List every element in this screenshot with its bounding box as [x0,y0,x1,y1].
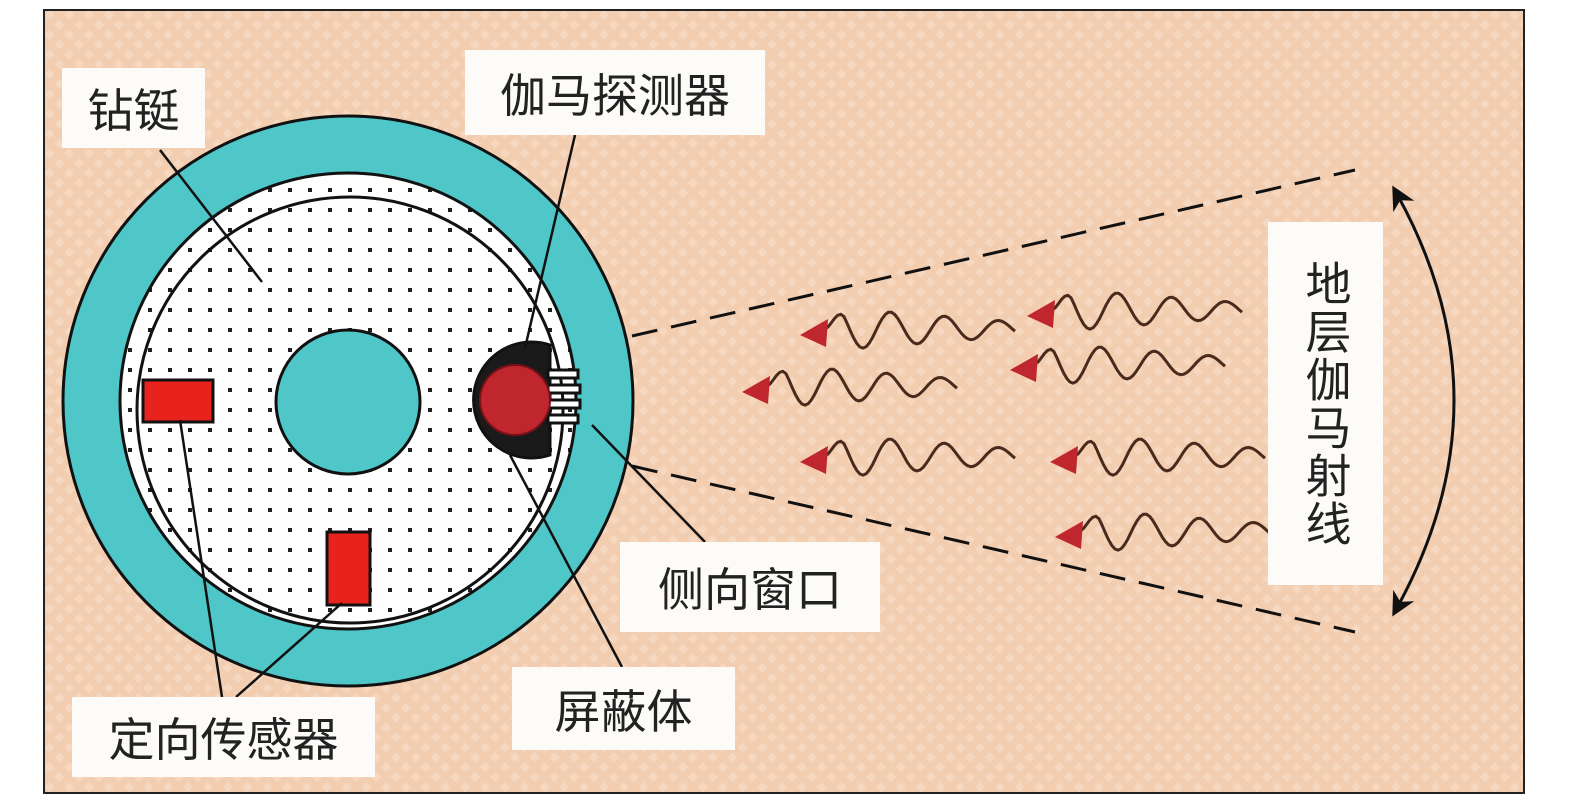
label-side-window: 侧向窗口 [620,542,880,632]
gamma-ray-wave [823,437,1016,477]
gamma-ray-arrowhead [800,319,828,347]
orientation-sensor-1 [141,378,215,424]
gamma-ray-arrowhead [1010,354,1038,382]
cone-lower-boundary [631,464,1356,634]
inner-chassis-circle [135,195,565,625]
gamma-ray-arrowhead [742,376,770,404]
gamma-ray-wave [1078,512,1271,552]
gamma-ray-wave [1050,291,1243,331]
angle-arc-arrow [1392,185,1456,617]
gamma-ray-arrowhead [1050,446,1078,474]
label-drill-collar: 钻铤 [62,68,205,148]
gamma-ray-wave [765,367,958,407]
label-formation-gamma: 地层伽马射线 [1268,222,1383,585]
gamma-ray-wave [823,310,1016,350]
label-orientation-sensor: 定向传感器 [72,697,375,777]
gamma-ray-wave [1033,345,1226,385]
cone-upper-boundary [631,168,1356,338]
gamma-rays [742,291,1271,552]
gamma-ray-wave [1073,437,1266,477]
leader-lines [159,134,706,698]
gamma-ray-arrowhead [1055,521,1083,549]
label-gamma-detector: 伽马探测器 [465,50,765,135]
gamma-ray-arrowhead [1027,300,1055,328]
mud-channel [274,328,422,476]
orientation-sensor-2 [325,530,372,607]
gamma-ray-arrowhead [800,446,828,474]
label-shield: 屏蔽体 [512,667,735,750]
gamma-detector-crystal [479,364,551,436]
side-window-slots [546,368,582,425]
